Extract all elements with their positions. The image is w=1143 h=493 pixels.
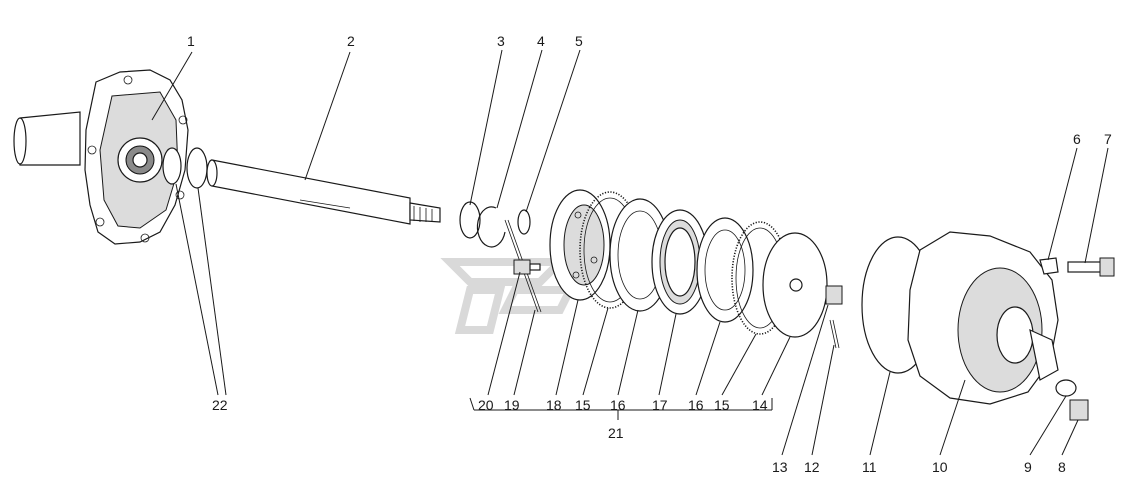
label-19: 19 bbox=[504, 397, 520, 413]
label-15-a: 15 bbox=[575, 397, 591, 413]
part-14-cover-plate bbox=[762, 232, 828, 338]
part-4-circlip bbox=[476, 206, 506, 248]
part-16-steel-disc-b bbox=[696, 217, 754, 323]
label-10: 10 bbox=[932, 459, 948, 475]
part-2-shaft bbox=[206, 159, 441, 225]
label-22: 22 bbox=[212, 397, 228, 413]
label-18: 18 bbox=[546, 397, 562, 413]
part-3-ring bbox=[459, 201, 481, 239]
part-12-cotter-pin bbox=[829, 319, 840, 349]
label-2: 2 bbox=[347, 33, 355, 49]
label-5: 5 bbox=[575, 33, 583, 49]
label-15-b: 15 bbox=[714, 397, 730, 413]
label-6: 6 bbox=[1073, 131, 1081, 147]
label-8: 8 bbox=[1058, 459, 1066, 475]
label-12: 12 bbox=[804, 459, 820, 475]
label-11: 11 bbox=[862, 459, 877, 475]
part-1-housing bbox=[13, 69, 189, 245]
part-17-ring bbox=[651, 209, 709, 315]
part-9-seal-ring bbox=[1055, 379, 1077, 397]
label-17: 17 bbox=[652, 397, 668, 413]
label-4: 4 bbox=[537, 33, 545, 49]
label-1: 1 bbox=[187, 33, 195, 49]
part-7-bolt bbox=[1067, 257, 1115, 277]
part-22-o-rings bbox=[162, 147, 208, 189]
label-13: 13 bbox=[772, 459, 788, 475]
part-13-nut bbox=[825, 285, 843, 305]
label-16-b: 16 bbox=[688, 397, 704, 413]
part-5-washer bbox=[517, 209, 531, 235]
part-6-lock-washer bbox=[1039, 257, 1059, 275]
leader-lines bbox=[151, 49, 1109, 456]
label-14: 14 bbox=[752, 397, 768, 413]
label-9: 9 bbox=[1024, 459, 1032, 475]
part-20-bolt bbox=[513, 259, 541, 275]
label-21: 21 bbox=[608, 425, 624, 441]
label-16-a: 16 bbox=[610, 397, 626, 413]
label-3: 3 bbox=[497, 33, 505, 49]
part-10-cover bbox=[907, 231, 1059, 405]
label-20: 20 bbox=[478, 397, 494, 413]
label-7: 7 bbox=[1104, 131, 1112, 147]
part-8-plug bbox=[1069, 399, 1089, 421]
watermark-logo bbox=[440, 258, 577, 334]
